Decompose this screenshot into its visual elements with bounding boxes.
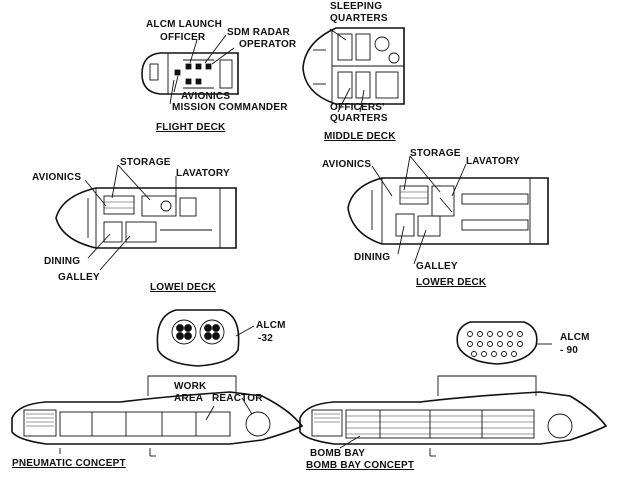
label-sleeping-quarters: QUARTERS xyxy=(330,13,388,24)
label-alcm-32: -32 xyxy=(258,333,273,344)
lower-deck-right-group: AVIONICS STORAGE LAVATORY DINING GALLEY … xyxy=(322,148,549,288)
label-storage-left: STORAGE xyxy=(120,157,171,168)
caption-lower-deck-right: LOWER DECK xyxy=(416,277,487,288)
label-galley-left: GALLEY xyxy=(58,272,100,283)
alcm-90-rotary-cluster xyxy=(467,331,523,357)
label-officer: OFFICER xyxy=(160,32,206,43)
label-alcm-pneumatic: ALCM xyxy=(256,320,286,331)
label-storage-right: STORAGE xyxy=(410,148,461,159)
caption-bomb-bay-concept: BOMB BAY CONCEPT xyxy=(306,460,414,471)
flight-deck-group: ALCM LAUNCH OFFICER SDM RADAR OPERATOR A… xyxy=(141,19,297,133)
label-avionics-flight: AVIONICS xyxy=(181,91,230,102)
label-officers: OFFICERS' xyxy=(330,102,385,113)
label-galley-right: GALLEY xyxy=(416,261,458,272)
lower-deck-right-outline xyxy=(347,177,549,245)
label-lavatory-left: LAVATORY xyxy=(176,168,230,179)
middle-deck-group: SLEEPING QUARTERS OFFICERS' QUARTERS MID… xyxy=(302,1,405,142)
label-sleeping: SLEEPING xyxy=(330,1,382,12)
label-alcm-launch: ALCM LAUNCH xyxy=(146,19,222,30)
lower-deck-left-group: AVIONICS STORAGE LAVATORY DINING GALLEY … xyxy=(32,157,237,293)
caption-lower-deck-left: LOWEl DECK xyxy=(150,282,216,293)
bomb-bay-concept-group: ALCM - 90 BOMB BAY BOMB BAY CONCEPT xyxy=(299,321,608,471)
flight-deck-outline xyxy=(141,52,239,95)
label-dining-right: DINING xyxy=(354,252,390,263)
caption-pneumatic-concept: PNEUMATIC CONCEPT xyxy=(12,458,126,469)
label-reactor: REACTOR xyxy=(212,393,263,404)
label-operator: OPERATOR xyxy=(239,39,297,50)
label-sdm-radar: SDM RADAR xyxy=(227,27,290,38)
label-dining-left: DINING xyxy=(44,256,80,267)
label-work: WORK xyxy=(174,381,207,392)
label-alcm-bomb-bay: ALCM xyxy=(560,332,590,343)
label-officers-quarters: QUARTERS xyxy=(330,113,388,124)
label-alcm-90: - 90 xyxy=(560,345,578,356)
lower-deck-left-outline xyxy=(55,187,237,249)
label-area: AREA xyxy=(174,393,203,404)
label-mission-commander: MISSION COMMANDER xyxy=(172,102,288,113)
bomb-bay-fuselage xyxy=(299,391,608,445)
label-avionics-left: AVIONICS xyxy=(32,172,81,183)
pneumatic-fuselage xyxy=(11,391,304,445)
caption-middle-deck: MIDDLE DECK xyxy=(324,131,396,142)
label-bomb-bay: BOMB BAY xyxy=(310,448,365,459)
label-lavatory-right: LAVATORY xyxy=(466,156,520,167)
bomb-bay-cross-section xyxy=(456,321,538,365)
label-avionics-right: AVIONICS xyxy=(322,159,371,170)
pneumatic-concept-group: ALCM -32 WORK AREA REACTOR PNEUMATIC CON… xyxy=(11,309,304,469)
pneumatic-cross-section xyxy=(156,309,240,367)
caption-flight-deck: FLIGHT DECK xyxy=(156,122,226,133)
